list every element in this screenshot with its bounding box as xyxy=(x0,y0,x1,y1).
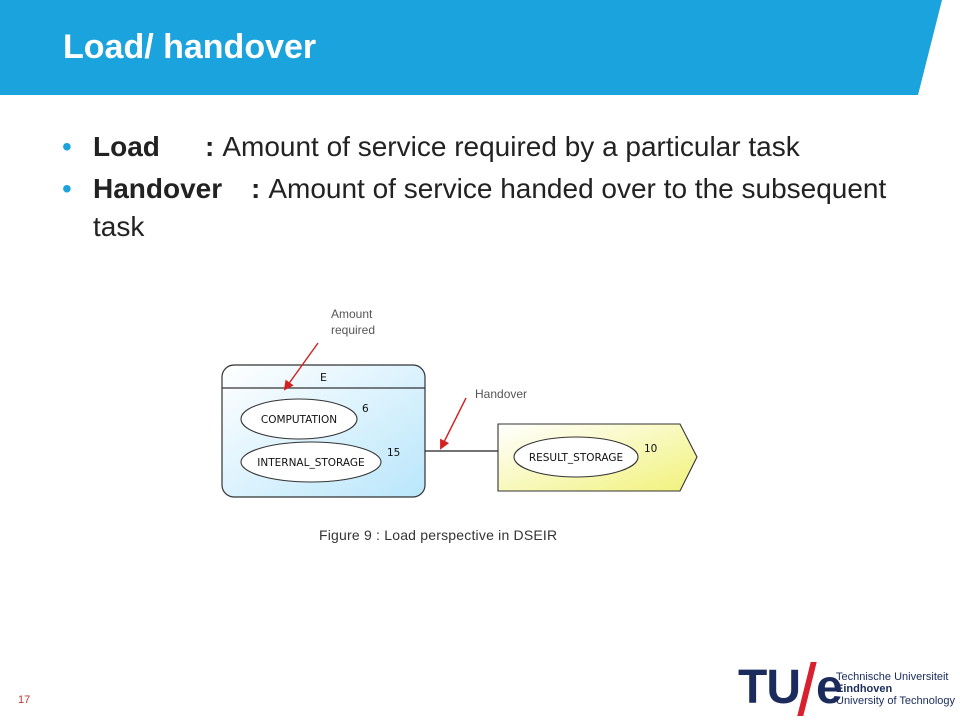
load-value-internal-storage: 15 xyxy=(387,447,400,459)
handover-value: 10 xyxy=(644,443,657,455)
annotation-amount-line1: Amount xyxy=(331,307,373,321)
handover-ellipse xyxy=(513,436,639,478)
arrow-handover xyxy=(440,397,467,450)
title-bar-shape xyxy=(0,0,942,95)
slide-title: Load/ handover xyxy=(63,28,317,66)
bullet-list: • Load:Amount of service required by a p… xyxy=(62,128,922,250)
load-name-computation: COMPUTATION xyxy=(261,414,337,426)
title-bar-background xyxy=(0,0,942,95)
task-name: E xyxy=(320,371,327,384)
title-bar: Load/ handover xyxy=(0,0,960,95)
load-ellipse-computation xyxy=(240,398,358,440)
bullet-dot: • xyxy=(62,131,72,162)
logo-line1: Technische Universiteit xyxy=(836,671,949,683)
university-logo: TU e Technische Universiteit Eindhoven U… xyxy=(738,660,958,716)
bullet-text-handover: Amount of service handed over to the sub… xyxy=(93,173,887,242)
load-name-internal-storage: INTERNAL_STORAGE xyxy=(257,457,364,469)
bullet-term-handover: Handover xyxy=(93,173,223,204)
logo-mark-e: e xyxy=(816,661,843,714)
bullet-handover: • Handover:Amount of service handed over… xyxy=(62,170,922,246)
logo-mark-tu: TU xyxy=(738,661,801,714)
load-ellipse-internal-storage xyxy=(240,441,382,483)
figure-caption: Figure 9 : Load perspective in DSEIR xyxy=(319,527,558,543)
bullet-load: • Load:Amount of service required by a p… xyxy=(62,128,922,166)
logo-text: Technische Universiteit Eindhoven Univer… xyxy=(836,671,955,707)
page-number: 17 xyxy=(18,694,31,706)
bullet-separator: : xyxy=(251,173,261,204)
load-value-computation: 6 xyxy=(362,403,369,415)
annotation-handover: Handover xyxy=(475,387,527,401)
logo-slash xyxy=(797,662,817,716)
logo-line3: University of Technology xyxy=(836,695,956,707)
bullet-text-load: Amount of service required by a particul… xyxy=(222,131,800,162)
logo-line2: Eindhoven xyxy=(836,683,893,695)
annotation-amount-line2: required xyxy=(331,323,375,337)
bullet-term-load: Load xyxy=(93,131,160,162)
bullet-dot: • xyxy=(62,173,72,204)
bullet-separator: : xyxy=(205,131,215,162)
arrow-amount-required xyxy=(283,342,319,391)
handover-name: RESULT_STORAGE xyxy=(529,452,623,464)
